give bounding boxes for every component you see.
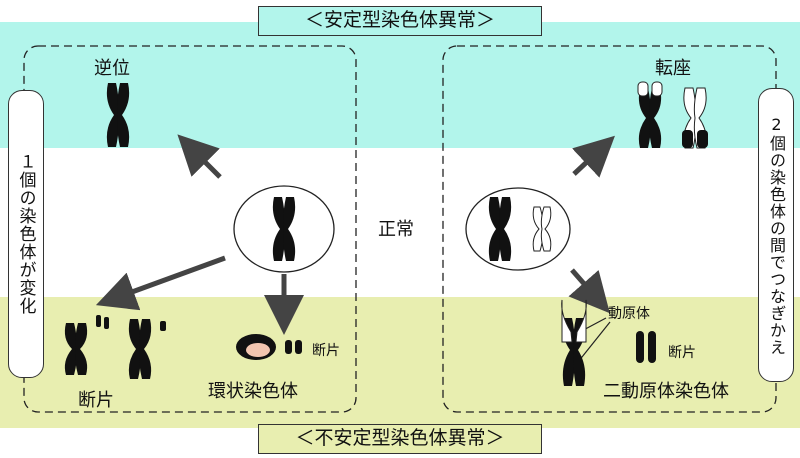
- centromere-label: 動原体: [608, 306, 650, 322]
- arrow-to-inversion: [177, 134, 222, 179]
- fragment-label-left: 断片: [78, 390, 114, 411]
- stable-band: [0, 22, 800, 148]
- normal-chromosome-right-dark: [488, 197, 512, 261]
- stable-title: ＜安定型染色体異常＞: [258, 6, 542, 36]
- centromere-pointer-lower: [577, 321, 611, 363]
- ring-chromosome: [236, 334, 276, 360]
- normal-cell-right: [465, 187, 571, 271]
- arrow-to-translocation: [572, 135, 615, 178]
- dicentric-fragment-label: 断片: [668, 345, 696, 361]
- dicentric-fragment: [636, 331, 656, 363]
- dicentric-label: 二動原体染色体: [603, 381, 729, 402]
- inversion-label: 逆位: [94, 58, 130, 79]
- fragment-chromosome-2: [128, 319, 166, 379]
- left-side-label: １個の染色体が変化: [8, 90, 44, 378]
- translocation-label: 転座: [655, 58, 691, 79]
- inversion-chromosome: [106, 83, 130, 147]
- dicentric-chromosome: [561, 299, 587, 386]
- translocation-chromosome-b: [682, 87, 708, 149]
- ring-label: 環状染色体: [208, 381, 298, 402]
- ring-fragment-label: 断片: [312, 343, 340, 359]
- normal-chromosome-left: [272, 197, 296, 261]
- unstable-title: ＜不安定型染色体異常＞: [258, 424, 542, 454]
- normal-chromosome-right-light: [532, 206, 552, 252]
- left-dashed-group: [23, 45, 357, 413]
- fragment-chromosome-1: [64, 315, 109, 375]
- arrow-to-fragment: [95, 255, 226, 311]
- arrow-to-dicentric: [568, 268, 610, 314]
- normal-label: 正常: [378, 219, 414, 240]
- ring-fragment: [285, 340, 302, 354]
- translocation-chromosome-a: [637, 81, 663, 148]
- right-side-label: 2個の染色体の間でつなぎかえ: [758, 88, 794, 382]
